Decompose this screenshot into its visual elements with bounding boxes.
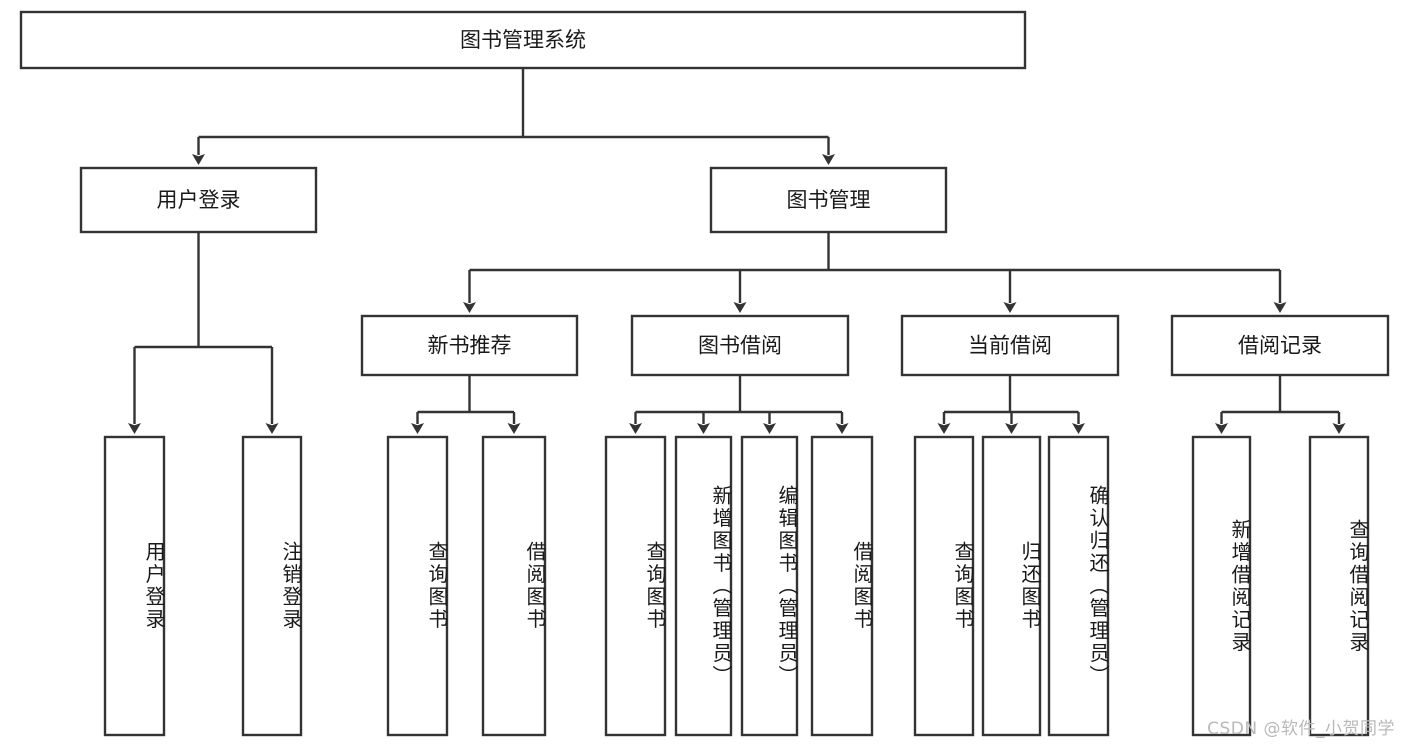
level3-node-0[interactable]: [360, 314, 579, 377]
node-label: 新书推荐: [428, 334, 512, 358]
node-label: 图书管理: [787, 188, 871, 212]
node-label: 图书管理系统: [460, 28, 586, 52]
leaf-node-7[interactable]: [810, 435, 874, 737]
leaf-node-3[interactable]: [481, 435, 547, 737]
leaf-node-9[interactable]: [981, 435, 1042, 737]
root-node-book-management-system[interactable]: [19, 10, 1027, 70]
leaf-node-4[interactable]: [604, 435, 667, 737]
leaf-node-5[interactable]: [674, 435, 733, 737]
level2-node-1[interactable]: [709, 166, 948, 234]
connector-layer: [128, 68, 1346, 434]
node-box-layer: [19, 10, 1390, 737]
leaf-node-6[interactable]: [740, 435, 799, 737]
leaf-node-10[interactable]: [1047, 435, 1110, 737]
node-label: 当前借阅: [968, 334, 1052, 358]
leaf-node-1[interactable]: [241, 435, 303, 737]
node-label: 用户登录: [157, 188, 241, 212]
level3-node-1[interactable]: [630, 314, 850, 377]
leaf-node-8[interactable]: [913, 435, 975, 737]
node-label: 图书借阅: [698, 334, 782, 358]
leaf-node-12[interactable]: [1308, 435, 1370, 737]
level3-node-3[interactable]: [1170, 314, 1390, 377]
node-label: 借阅记录: [1238, 334, 1322, 358]
watermark-text: CSDN @软件_小贺同学: [1207, 719, 1395, 739]
leaf-node-11[interactable]: [1191, 435, 1252, 737]
level3-node-2[interactable]: [900, 314, 1120, 377]
leaf-node-2[interactable]: [386, 435, 449, 737]
level2-node-0[interactable]: [79, 166, 318, 234]
leaf-node-0[interactable]: [103, 435, 166, 737]
